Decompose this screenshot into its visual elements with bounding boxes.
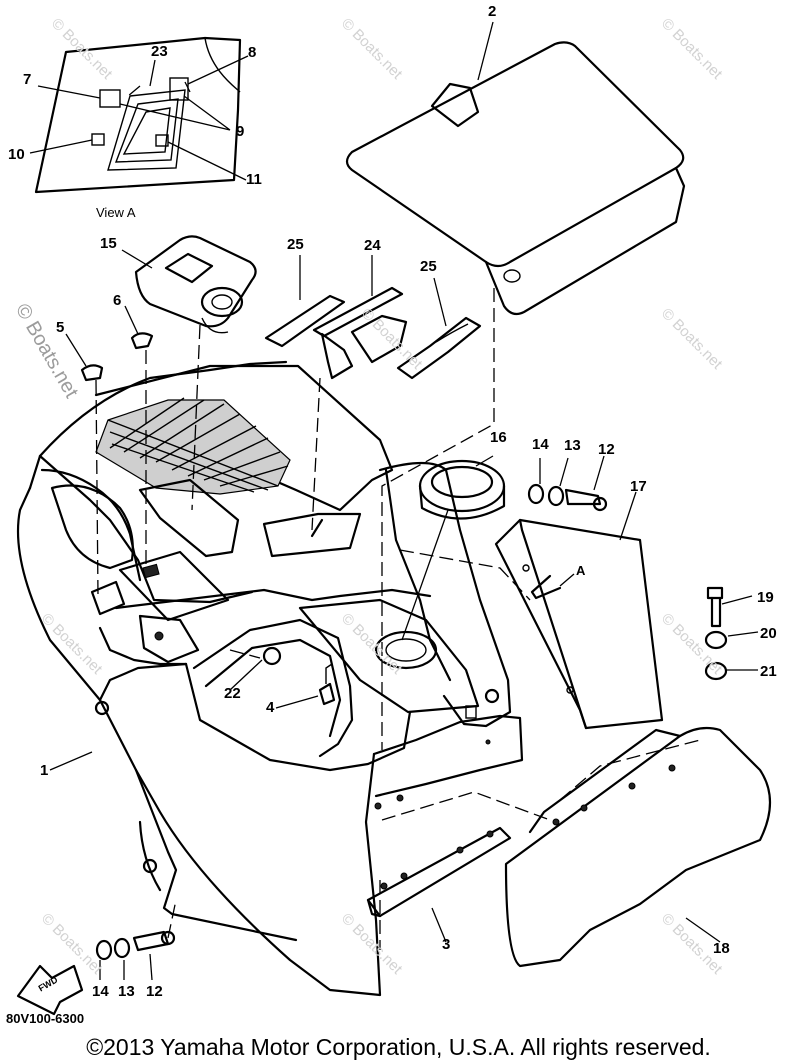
console-body [16, 360, 524, 997]
callout-8: 8 [248, 44, 257, 61]
callout-24: 24 [364, 237, 381, 254]
callout-18: 18 [713, 940, 730, 957]
assembly-lines [95, 288, 701, 950]
callout-7: 7 [23, 71, 32, 88]
callout-16: 16 [490, 429, 507, 446]
copyright-notice: ©2013 Yamaha Motor Corporation, U.S.A. A… [86, 1034, 711, 1060]
callout-23: 23 [151, 43, 168, 60]
leaders-center [229, 659, 336, 709]
clips [65, 305, 154, 382]
callout-25-right: 25 [420, 258, 437, 275]
callout-13-upper: 13 [564, 437, 581, 454]
callout-6: 6 [113, 292, 122, 309]
divider-parts [264, 255, 482, 380]
lower-panel [504, 726, 771, 968]
side-panel [494, 491, 664, 730]
callout-2: 2 [488, 3, 497, 20]
callout-9: 9 [236, 123, 245, 140]
callout-15: 15 [100, 235, 117, 252]
callout-10: 10 [8, 146, 25, 163]
callout-22: 22 [224, 685, 241, 702]
callout-12-upper: 12 [598, 441, 615, 458]
callout-4: 4 [266, 699, 275, 716]
fasteners-right [704, 586, 759, 681]
exploded-parts-diagram [16, 21, 771, 1016]
callout-14-upper: 14 [532, 436, 549, 453]
callout-19: 19 [757, 589, 774, 606]
callout-17: 17 [630, 478, 647, 495]
callout-14-lower: 14 [92, 983, 109, 1000]
view-a-caption: View A [96, 205, 136, 220]
fwd-arrow [16, 964, 84, 1016]
part-code: 80V100-6300 [6, 1011, 85, 1026]
small-tray [121, 235, 257, 334]
console-lid [345, 21, 686, 316]
callout-5: 5 [56, 319, 65, 336]
callout-20: 20 [760, 625, 777, 642]
callout-3: 3 [442, 936, 451, 953]
callout-21: 21 [760, 663, 777, 680]
rubber-boot [401, 455, 506, 641]
fasteners-lower [95, 899, 177, 981]
view-a-arrow-label: A [576, 563, 586, 578]
callout-1: 1 [40, 762, 49, 779]
view-a-inset [29, 36, 249, 194]
callout-12-lower: 12 [146, 983, 163, 1000]
bracket [366, 826, 512, 943]
callout-25-left: 25 [287, 236, 304, 253]
callout-11: 11 [246, 171, 262, 188]
fasteners-upper [527, 455, 608, 512]
callout-13-lower: 13 [118, 983, 135, 1000]
